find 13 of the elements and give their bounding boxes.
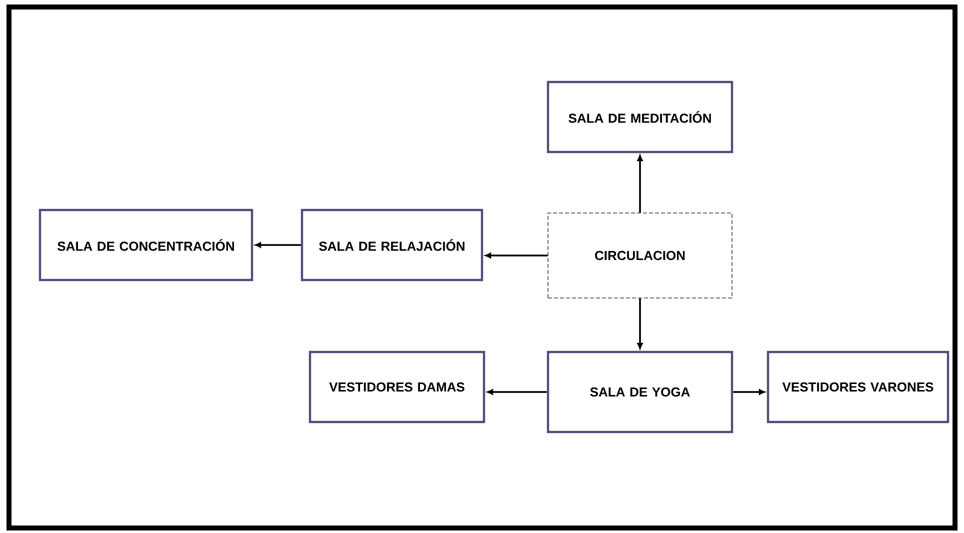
arrow <box>637 298 643 349</box>
arrow <box>255 242 301 248</box>
dashed-box: CIRCULACION <box>548 212 732 298</box>
arrow <box>487 389 547 395</box>
room-box: SALA DE CONCENTRACIÓN <box>38 208 254 282</box>
room-box: SALA DE RELAJACIÓN <box>300 208 484 282</box>
room-box: SALA DE YOGA <box>546 350 734 434</box>
room-box: VESTIDORES VARONES <box>766 350 950 424</box>
arrow <box>637 155 643 213</box>
arrow <box>733 389 765 395</box>
room-box: VESTIDORES DAMAS <box>308 350 486 424</box>
room-box: SALA DE MEDITACIÓN <box>546 80 734 154</box>
arrow <box>485 252 548 258</box>
